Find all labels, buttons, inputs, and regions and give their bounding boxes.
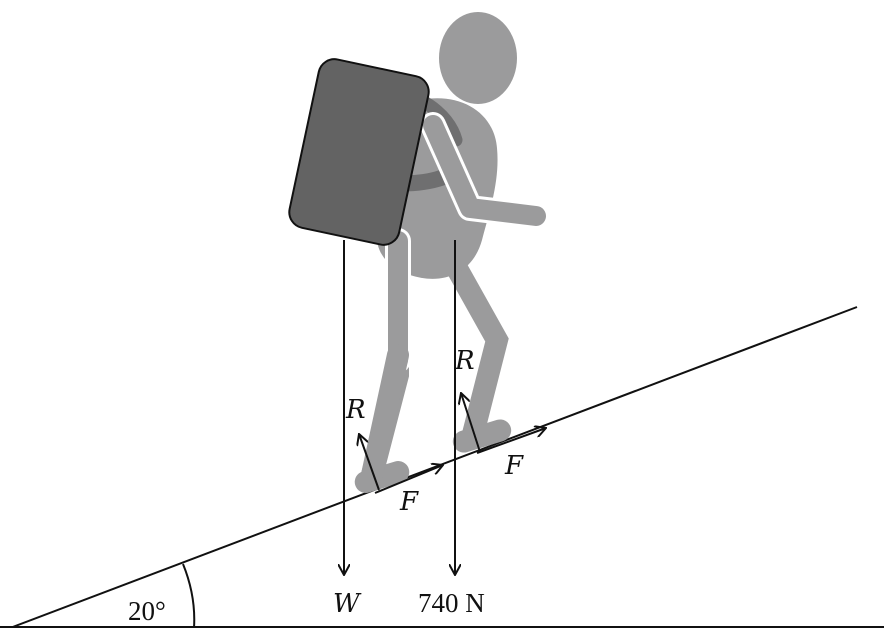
- friction-label-back: F: [399, 487, 419, 517]
- head: [439, 12, 517, 104]
- reaction-label-front: R: [454, 346, 475, 376]
- reaction-arrow-front: [461, 393, 481, 453]
- slope-line: [9, 306, 858, 628]
- backpack: [288, 58, 430, 246]
- reaction-arrow-back: [359, 434, 380, 491]
- reaction-label-back: R: [345, 395, 366, 425]
- front-foot: [452, 419, 512, 453]
- back-leg-lower: [361, 344, 409, 486]
- angle-arc: [182, 563, 196, 628]
- hiker-figure: [288, 12, 549, 493]
- friction-arrow-front: [476, 428, 546, 454]
- weight-label-person: 740 N: [418, 588, 485, 618]
- arm: [423, 115, 546, 226]
- front-leg: [444, 254, 509, 449]
- friction-label-front: F: [504, 451, 524, 481]
- angle-label: 20°: [128, 596, 166, 626]
- weight-label-backpack: W: [333, 589, 362, 619]
- friction-arrow-back: [374, 465, 443, 494]
